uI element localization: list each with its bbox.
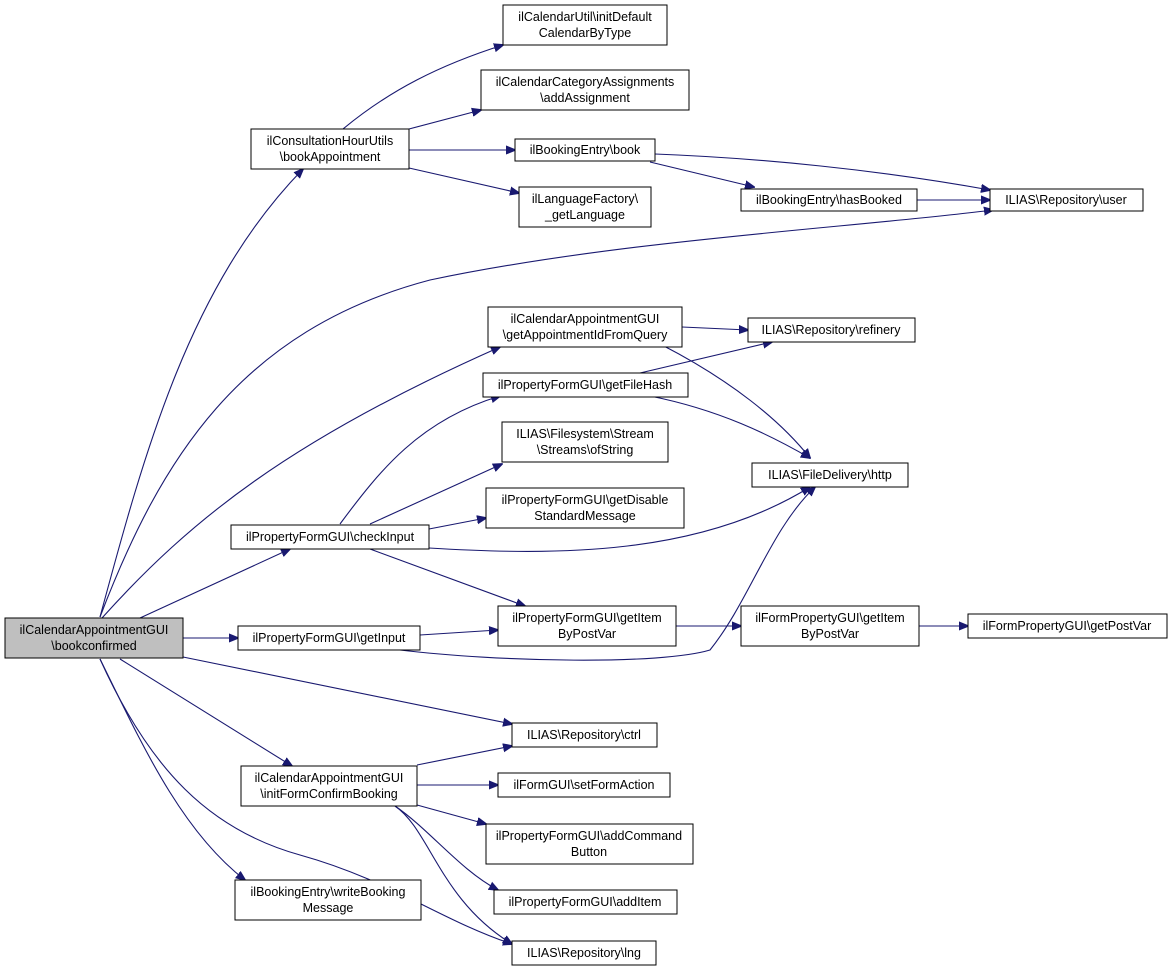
node-addcommand-line1: ilPropertyFormGUI\addCommand — [496, 829, 682, 843]
node-user-line1: ILIAS\Repository\user — [1005, 193, 1127, 207]
edge-root-initform — [119, 658, 292, 766]
node-getapptid-line1: ilCalendarAppointmentGUI — [511, 312, 660, 326]
node-streams[interactable]: ILIAS\Filesystem\Stream \Streams\ofStrin… — [501, 421, 669, 463]
node-checkinput[interactable]: ilPropertyFormGUI\checkInput — [230, 524, 430, 550]
node-catassign-line2: \addAssignment — [540, 91, 630, 105]
edge-initform-ctrl — [416, 746, 512, 766]
node-setformaction-line1: ilFormGUI\setFormAction — [514, 778, 655, 792]
edge-getapptid-http — [661, 344, 810, 458]
edge-root-lng — [99, 658, 512, 944]
node-ctrl-line1: ILIAS\Repository\ctrl — [527, 728, 641, 742]
edge-root-checkinput — [139, 549, 290, 619]
node-root-line1: ilCalendarAppointmentGUI — [20, 623, 169, 637]
node-consultation[interactable]: ilConsultationHourUtils \bookAppointment — [250, 128, 410, 170]
edge-consultation-calutil — [342, 45, 503, 130]
node-addcommand[interactable]: ilPropertyFormGUI\addCommand Button — [485, 823, 694, 865]
node-langfactory-line1: ilLanguageFactory\ — [532, 192, 639, 206]
edge-checkinput-streams — [369, 464, 502, 525]
node-getdisable-line2: StandardMessage — [534, 509, 636, 523]
node-initform[interactable]: ilCalendarAppointmentGUI \initFormConfir… — [240, 765, 418, 807]
node-catassign[interactable]: ilCalendarCategoryAssignments \addAssign… — [480, 69, 690, 111]
edge-checkinput-filehash — [339, 396, 500, 525]
node-writebooking-line2: Message — [303, 901, 354, 915]
node-http[interactable]: ILIAS\FileDelivery\http — [751, 462, 909, 488]
edge-filehash-http — [649, 395, 810, 458]
node-langfactory-line2: _getLanguage — [544, 208, 625, 222]
node-refinery-line1: ILIAS\Repository\refinery — [762, 323, 902, 337]
node-formpropitem-line1: ilFormPropertyGUI\getItem — [755, 611, 904, 625]
node-filehash[interactable]: ilPropertyFormGUI\getFileHash — [482, 372, 689, 398]
node-getitem[interactable]: ilPropertyFormGUI\getItem ByPostVar — [497, 605, 677, 647]
node-writebooking-line1: ilBookingEntry\writeBooking — [251, 885, 406, 899]
edge-root-user — [99, 210, 993, 618]
edge-initform-addcommand — [416, 804, 486, 824]
edge-consultation-langfactory — [408, 167, 519, 193]
node-additem[interactable]: ilPropertyFormGUI\addItem — [493, 889, 678, 915]
node-consultation-line1: ilConsultationHourUtils — [267, 134, 393, 148]
node-setformaction[interactable]: ilFormGUI\setFormAction — [497, 772, 671, 798]
edge-consultation-catassign — [408, 110, 481, 130]
node-calutil[interactable]: ilCalendarUtil\initDefault CalendarByTyp… — [502, 4, 668, 46]
edge-root-getapptid — [101, 347, 500, 619]
edge-book-hasbooked — [649, 161, 754, 187]
node-book[interactable]: ilBookingEntry\book — [514, 138, 656, 162]
node-lng-line1: ILIAS\Repository\lng — [527, 946, 641, 960]
edge-filehash-refinery — [639, 342, 772, 374]
node-hasbooked-line1: ilBookingEntry\hasBooked — [756, 193, 902, 207]
node-root[interactable]: ilCalendarAppointmentGUI \bookconfirmed — [4, 617, 184, 659]
node-getdisable[interactable]: ilPropertyFormGUI\getDisable StandardMes… — [485, 487, 685, 529]
node-getpostvar-line1: ilFormPropertyGUI\getPostVar — [983, 619, 1152, 633]
node-initform-line1: ilCalendarAppointmentGUI — [255, 771, 404, 785]
node-user[interactable]: ILIAS\Repository\user — [989, 188, 1144, 212]
node-http-line1: ILIAS\FileDelivery\http — [768, 468, 892, 482]
edge-book-user — [654, 153, 990, 190]
node-calutil-line1: ilCalendarUtil\initDefault — [518, 10, 652, 24]
node-lng[interactable]: ILIAS\Repository\lng — [511, 940, 657, 966]
node-formpropitem[interactable]: ilFormPropertyGUI\getItem ByPostVar — [740, 605, 920, 647]
edge-root-consultation — [99, 169, 303, 618]
node-consultation-line2: \bookAppointment — [280, 150, 381, 164]
node-filehash-line1: ilPropertyFormGUI\getFileHash — [498, 378, 672, 392]
node-getdisable-line1: ilPropertyFormGUI\getDisable — [502, 493, 669, 507]
edge-initform-lng — [394, 805, 512, 944]
node-hasbooked[interactable]: ilBookingEntry\hasBooked — [740, 188, 918, 212]
edges — [99, 45, 993, 944]
node-refinery[interactable]: ILIAS\Repository\refinery — [747, 317, 916, 343]
edge-initform-additem — [394, 805, 498, 890]
edge-checkinput-getdisable — [428, 518, 486, 530]
edge-getinput-http — [399, 487, 815, 661]
node-getitem-line1: ilPropertyFormGUI\getItem — [512, 611, 661, 625]
node-additem-line1: ilPropertyFormGUI\addItem — [509, 895, 662, 909]
node-checkinput-line1: ilPropertyFormGUI\checkInput — [246, 530, 415, 544]
node-getpostvar[interactable]: ilFormPropertyGUI\getPostVar — [967, 613, 1168, 639]
node-writebooking[interactable]: ilBookingEntry\writeBooking Message — [234, 879, 422, 921]
node-book-line1: ilBookingEntry\book — [530, 143, 641, 157]
node-streams-line1: ILIAS\Filesystem\Stream — [516, 427, 654, 441]
edge-getinput-getitem — [419, 630, 498, 636]
node-getapptid[interactable]: ilCalendarAppointmentGUI \getAppointment… — [487, 306, 683, 348]
node-langfactory[interactable]: ilLanguageFactory\ _getLanguage — [518, 186, 652, 228]
node-formpropitem-line2: ByPostVar — [801, 627, 859, 641]
node-getinput-line1: ilPropertyFormGUI\getInput — [253, 631, 406, 645]
node-getapptid-line2: \getAppointmentIdFromQuery — [503, 328, 668, 342]
edge-root-ctrl — [182, 656, 512, 724]
node-initform-line2: \initFormConfirmBooking — [260, 787, 398, 801]
node-calutil-line2: CalendarByType — [539, 26, 631, 40]
edge-checkinput-getitem — [369, 548, 525, 606]
node-getinput[interactable]: ilPropertyFormGUI\getInput — [237, 625, 421, 651]
edge-checkinput-http — [428, 487, 810, 552]
node-ctrl[interactable]: ILIAS\Repository\ctrl — [511, 722, 658, 748]
edge-getapptid-refinery — [681, 327, 748, 330]
node-getitem-line2: ByPostVar — [558, 627, 616, 641]
node-streams-line2: \Streams\ofString — [537, 443, 634, 457]
node-addcommand-line2: Button — [571, 845, 607, 859]
node-root-line2: \bookconfirmed — [51, 639, 137, 653]
nodes: ilCalendarAppointmentGUI \bookconfirmed … — [4, 4, 1168, 966]
node-catassign-line1: ilCalendarCategoryAssignments — [496, 75, 675, 89]
